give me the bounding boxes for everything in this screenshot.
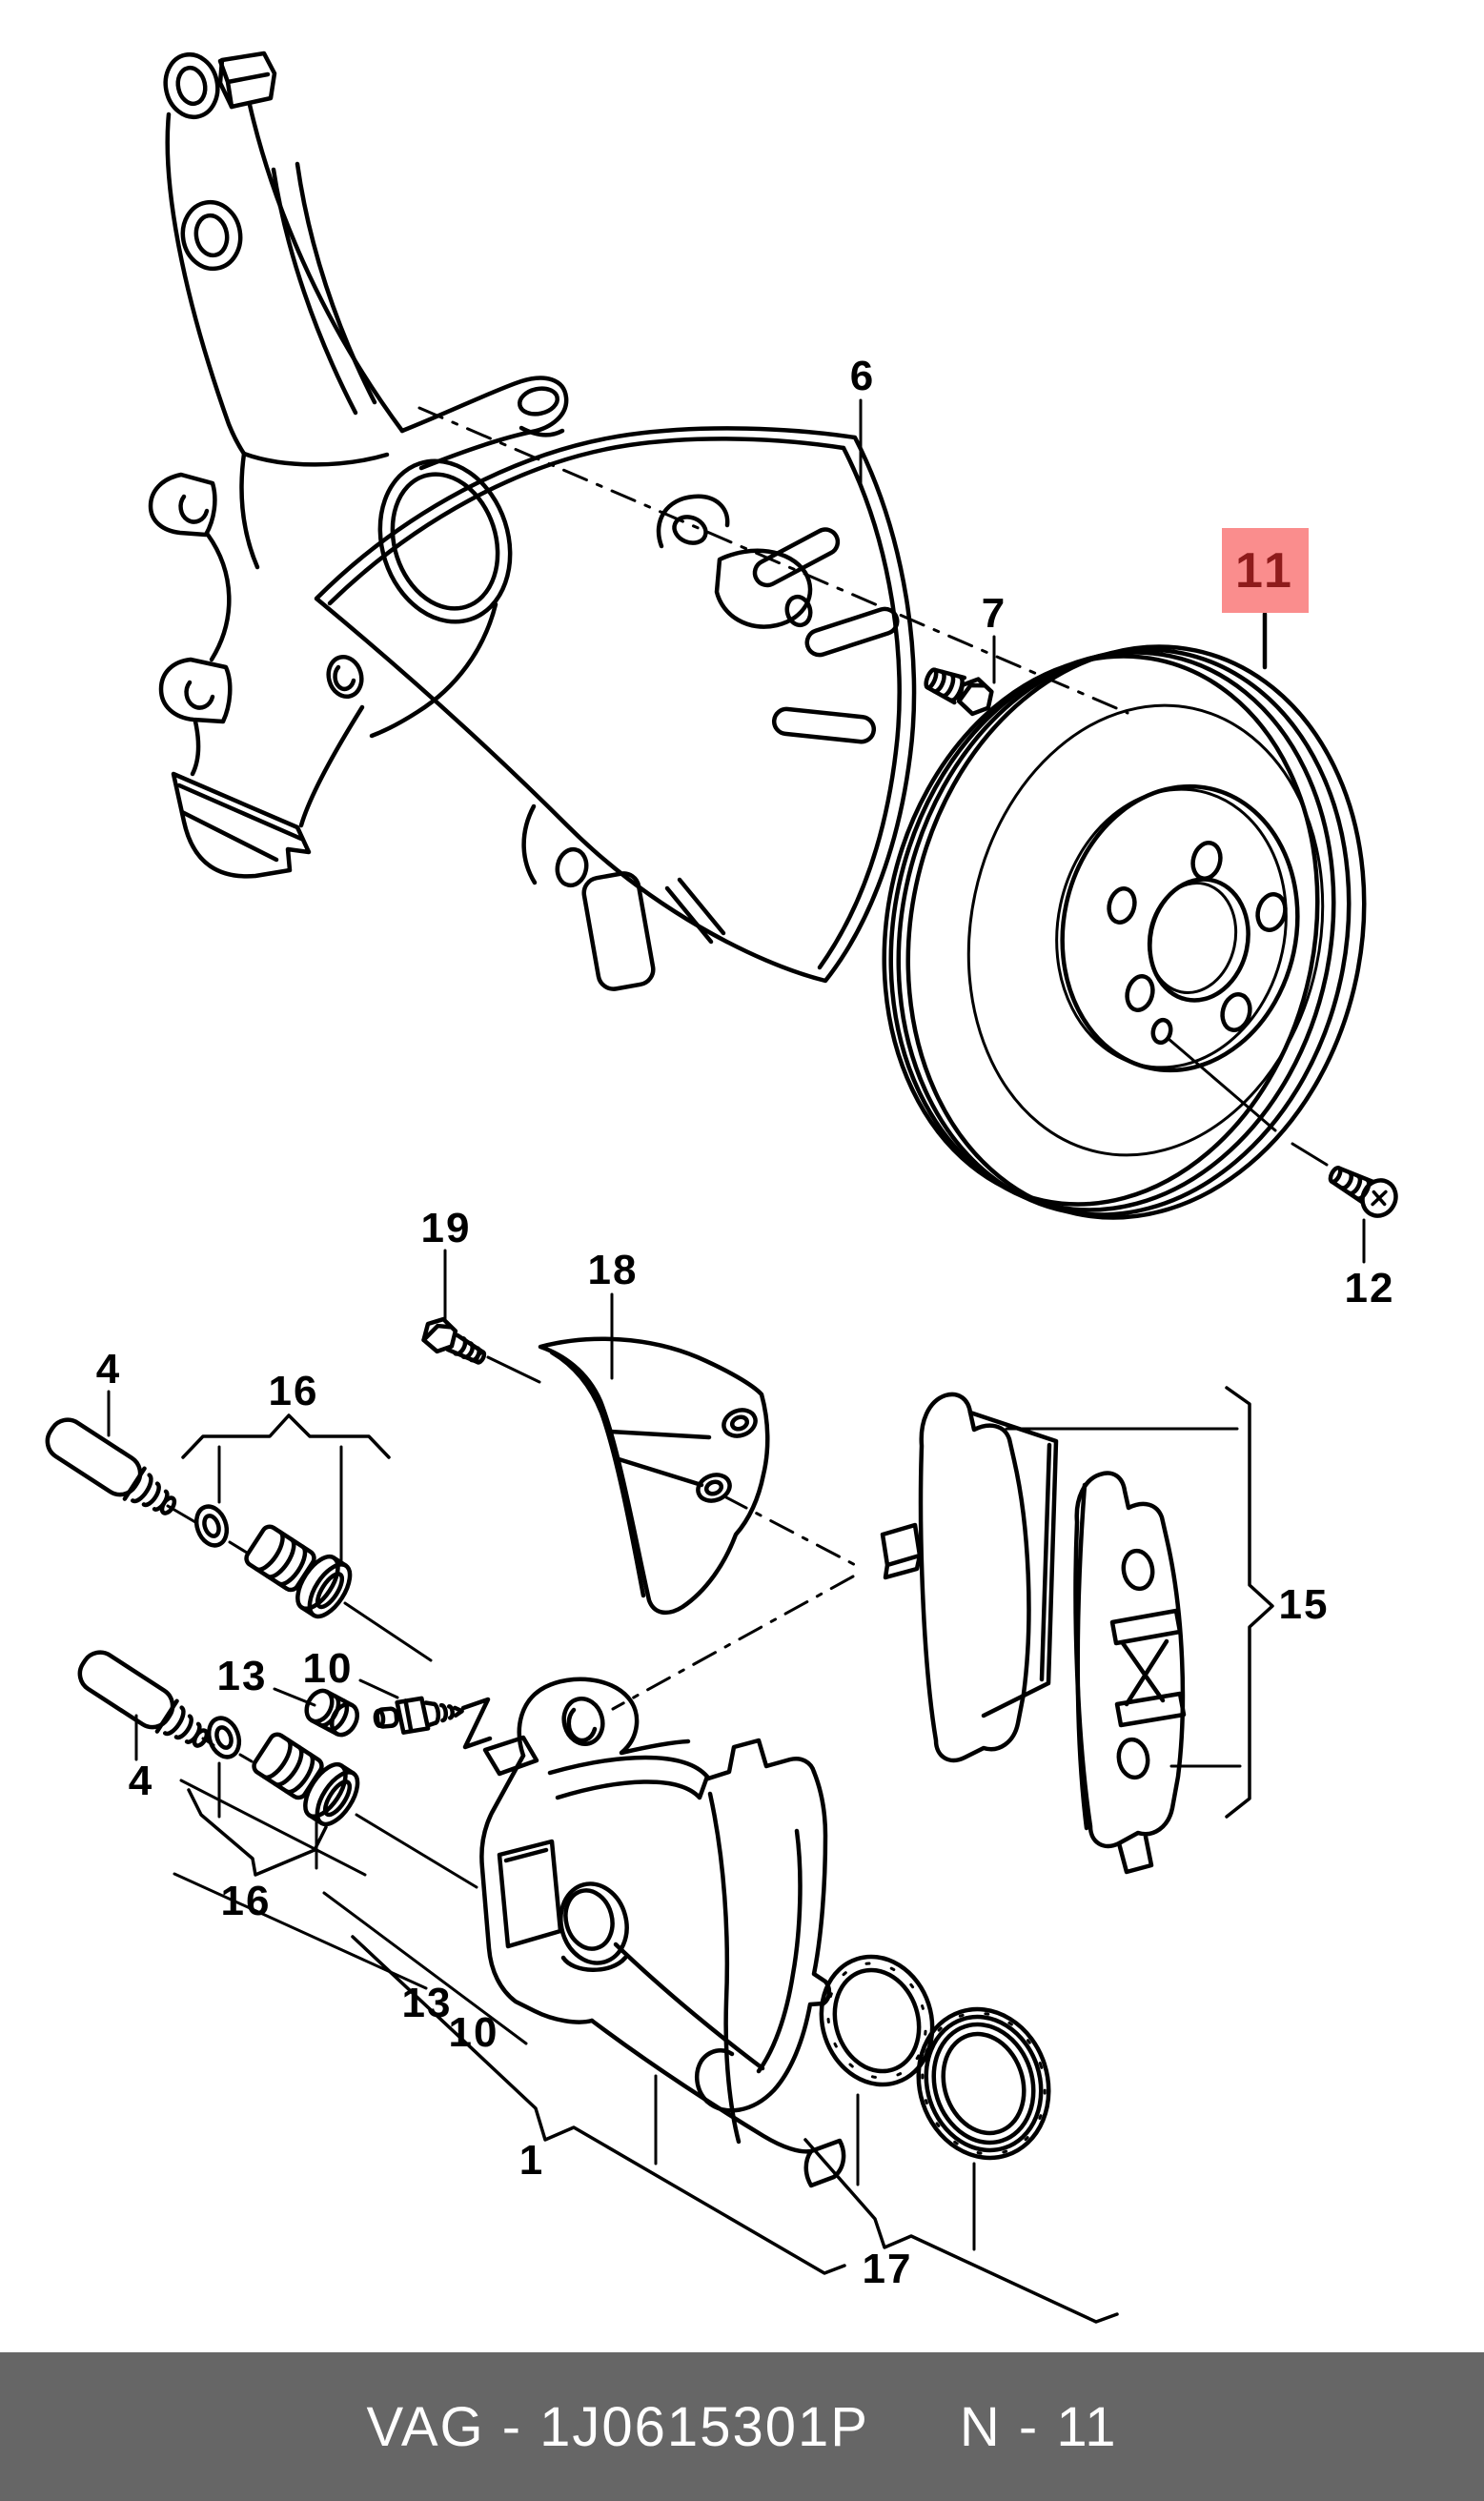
callout-16-upper: 16 [268, 1368, 319, 1414]
dust-boot-ring [916, 2006, 1051, 2161]
carrier-bolt [421, 1316, 487, 1365]
callout-1: 1 [518, 2137, 545, 2184]
callout-7: 7 [981, 590, 1007, 637]
brake-pads [880, 1392, 1187, 1875]
piston-seal-ring [819, 1954, 935, 2087]
callout-17: 17 [862, 2246, 913, 2292]
shield-bolt [924, 667, 994, 717]
callout-18: 18 [587, 1247, 639, 1293]
brake-disc [882, 644, 1367, 1220]
break-symbol [460, 1697, 493, 1750]
guide-pin-lower [77, 1650, 210, 1748]
callout-4-upper: 4 [95, 1346, 122, 1393]
bleeder-valve [373, 1696, 464, 1735]
guide-sleeve-kit-upper [193, 1504, 353, 1619]
sealing-cap [304, 1688, 360, 1738]
splash-shield [314, 426, 917, 991]
steering-knuckle [148, 51, 569, 879]
callout-12: 12 [1344, 1265, 1395, 1312]
callout-15: 15 [1278, 1581, 1330, 1628]
footer-part-code: VAG - 1J0615301P [366, 2395, 869, 2458]
callout-16-lower: 16 [220, 1878, 272, 1924]
highlighted-callout-11[interactable]: 11 [1222, 528, 1309, 613]
disc-set-screw [1328, 1166, 1398, 1218]
callout-leaders [107, 398, 1366, 2324]
footer-page-ref: N - 11 [959, 2395, 1118, 2458]
highlighted-callout-label: 11 [1235, 542, 1295, 599]
callout-10-lower: 10 [448, 2009, 499, 2056]
brake-caliper [479, 1677, 846, 2188]
callout-4-lower: 4 [128, 1758, 154, 1804]
guide-pin-upper [45, 1417, 177, 1515]
guide-sleeve-kit-lower [206, 1716, 360, 1827]
footer-bar: VAG - 1J0615301P N - 11 [0, 2352, 1484, 2501]
callout-6: 6 [849, 353, 876, 399]
callout-19: 19 [420, 1205, 472, 1251]
assembly-center-lines [166, 406, 1329, 1889]
callout-13-upper: 13 [216, 1653, 268, 1699]
caliper-heat-shield [538, 1336, 770, 1616]
callout-10-upper: 10 [302, 1645, 354, 1692]
callout-13-lower: 13 [401, 1980, 453, 2026]
